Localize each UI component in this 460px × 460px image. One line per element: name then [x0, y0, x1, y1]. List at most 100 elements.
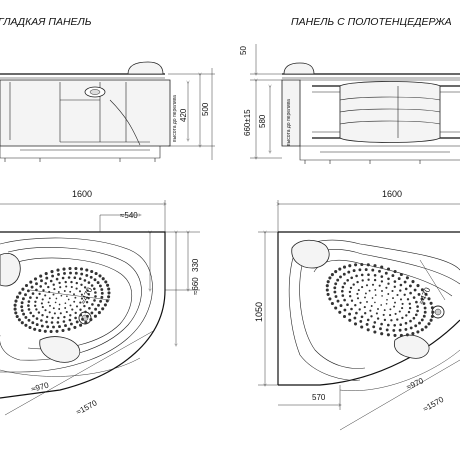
jet-dot — [46, 315, 49, 319]
jet-dot — [46, 325, 50, 329]
jet-dot — [409, 319, 412, 323]
jet-dot — [28, 325, 32, 330]
jet-dot — [33, 327, 37, 331]
jet-dot — [399, 272, 403, 277]
jet-dot — [56, 321, 60, 324]
jet-dot — [73, 300, 76, 303]
jet-dot — [330, 301, 334, 306]
dim-540: ≈540 — [120, 211, 138, 220]
jet-dot — [30, 285, 34, 289]
jet-dot — [44, 282, 47, 285]
jet-dot — [334, 282, 338, 286]
jet-dot — [38, 328, 42, 333]
jet-dot — [48, 290, 51, 293]
jet-dot — [338, 267, 342, 271]
jet-dot — [365, 284, 369, 287]
jet-dot — [352, 269, 356, 273]
jet-dot — [414, 324, 418, 328]
jet-dot — [57, 272, 60, 276]
jet-dot — [328, 276, 332, 280]
jet-dot — [44, 309, 47, 312]
jet-dot — [22, 312, 26, 316]
jet-dot — [326, 292, 330, 296]
jet-dot — [49, 304, 51, 307]
jet-dot — [334, 295, 338, 298]
jet-dot — [54, 301, 57, 304]
jet-dot — [408, 302, 411, 305]
jet-dot — [58, 308, 61, 310]
jet-dot — [373, 264, 377, 268]
jet-dot — [416, 284, 420, 288]
jet-dot — [85, 301, 89, 304]
jet-dot — [366, 328, 370, 332]
jet-dot — [40, 279, 43, 283]
jet-dot — [356, 297, 360, 300]
jet-dot — [89, 318, 93, 322]
jet-dot — [73, 325, 77, 329]
jet-dot — [31, 292, 35, 295]
jet-dot — [13, 307, 17, 311]
jet-dot — [354, 304, 357, 307]
jet-dot — [364, 312, 367, 315]
jet-dot — [358, 308, 361, 311]
jet-dot — [93, 278, 97, 282]
jet-dot — [29, 280, 33, 284]
jet-dot — [373, 330, 377, 334]
jet-dot — [27, 318, 31, 322]
jet-dot — [14, 299, 18, 303]
jet-dot — [371, 297, 374, 299]
jet-dot — [98, 284, 102, 288]
jet-dot — [56, 268, 60, 272]
jet-dot — [65, 310, 68, 314]
jet-dot — [342, 314, 347, 319]
jet-dot — [409, 291, 412, 295]
jet-dot — [13, 303, 17, 307]
jet-dot — [413, 288, 417, 292]
jet-dot — [403, 293, 406, 296]
jet-dot — [371, 268, 375, 272]
jet-dot — [17, 318, 21, 322]
jet-dot — [380, 275, 384, 278]
jet-dot — [68, 318, 72, 322]
jet-dot — [75, 320, 79, 324]
jet-dot — [47, 301, 50, 304]
jet-dot — [21, 287, 25, 291]
jet-dot — [365, 322, 369, 326]
jet-dot — [44, 294, 47, 297]
jet-dot — [57, 316, 60, 320]
jet-dot — [387, 282, 390, 285]
dim-580: 580 — [258, 114, 267, 128]
jet-dot — [48, 297, 51, 300]
jet-dot — [64, 324, 67, 328]
jet-dot — [69, 290, 72, 293]
jet-dot — [393, 280, 397, 283]
jet-dot — [79, 313, 83, 317]
jet-dot — [68, 266, 72, 271]
jet-dot — [24, 283, 29, 288]
jet-dot — [40, 324, 44, 328]
jet-dot — [359, 301, 362, 304]
jet-dot — [40, 319, 43, 322]
jet-dot — [409, 326, 413, 330]
jet-dot — [341, 294, 345, 297]
jet-dot — [97, 303, 100, 307]
jet-dot — [104, 280, 108, 284]
jet-dot — [20, 305, 24, 309]
jet-dot — [348, 312, 352, 316]
jet-dot — [325, 284, 329, 288]
jet-dot — [361, 286, 364, 289]
jet-dot — [67, 327, 71, 331]
jet-dot — [406, 298, 410, 301]
jet-dot — [343, 308, 347, 312]
jet-dot — [80, 283, 83, 286]
jet-dot — [78, 277, 82, 281]
jet-dot — [415, 313, 418, 317]
jet-dot — [364, 292, 367, 295]
jet-dot — [373, 274, 377, 277]
jet-dot — [45, 320, 48, 324]
jet-dot — [35, 288, 38, 292]
jet-dot — [367, 278, 370, 281]
jet-dot — [370, 305, 373, 307]
jet-dot — [401, 307, 404, 310]
